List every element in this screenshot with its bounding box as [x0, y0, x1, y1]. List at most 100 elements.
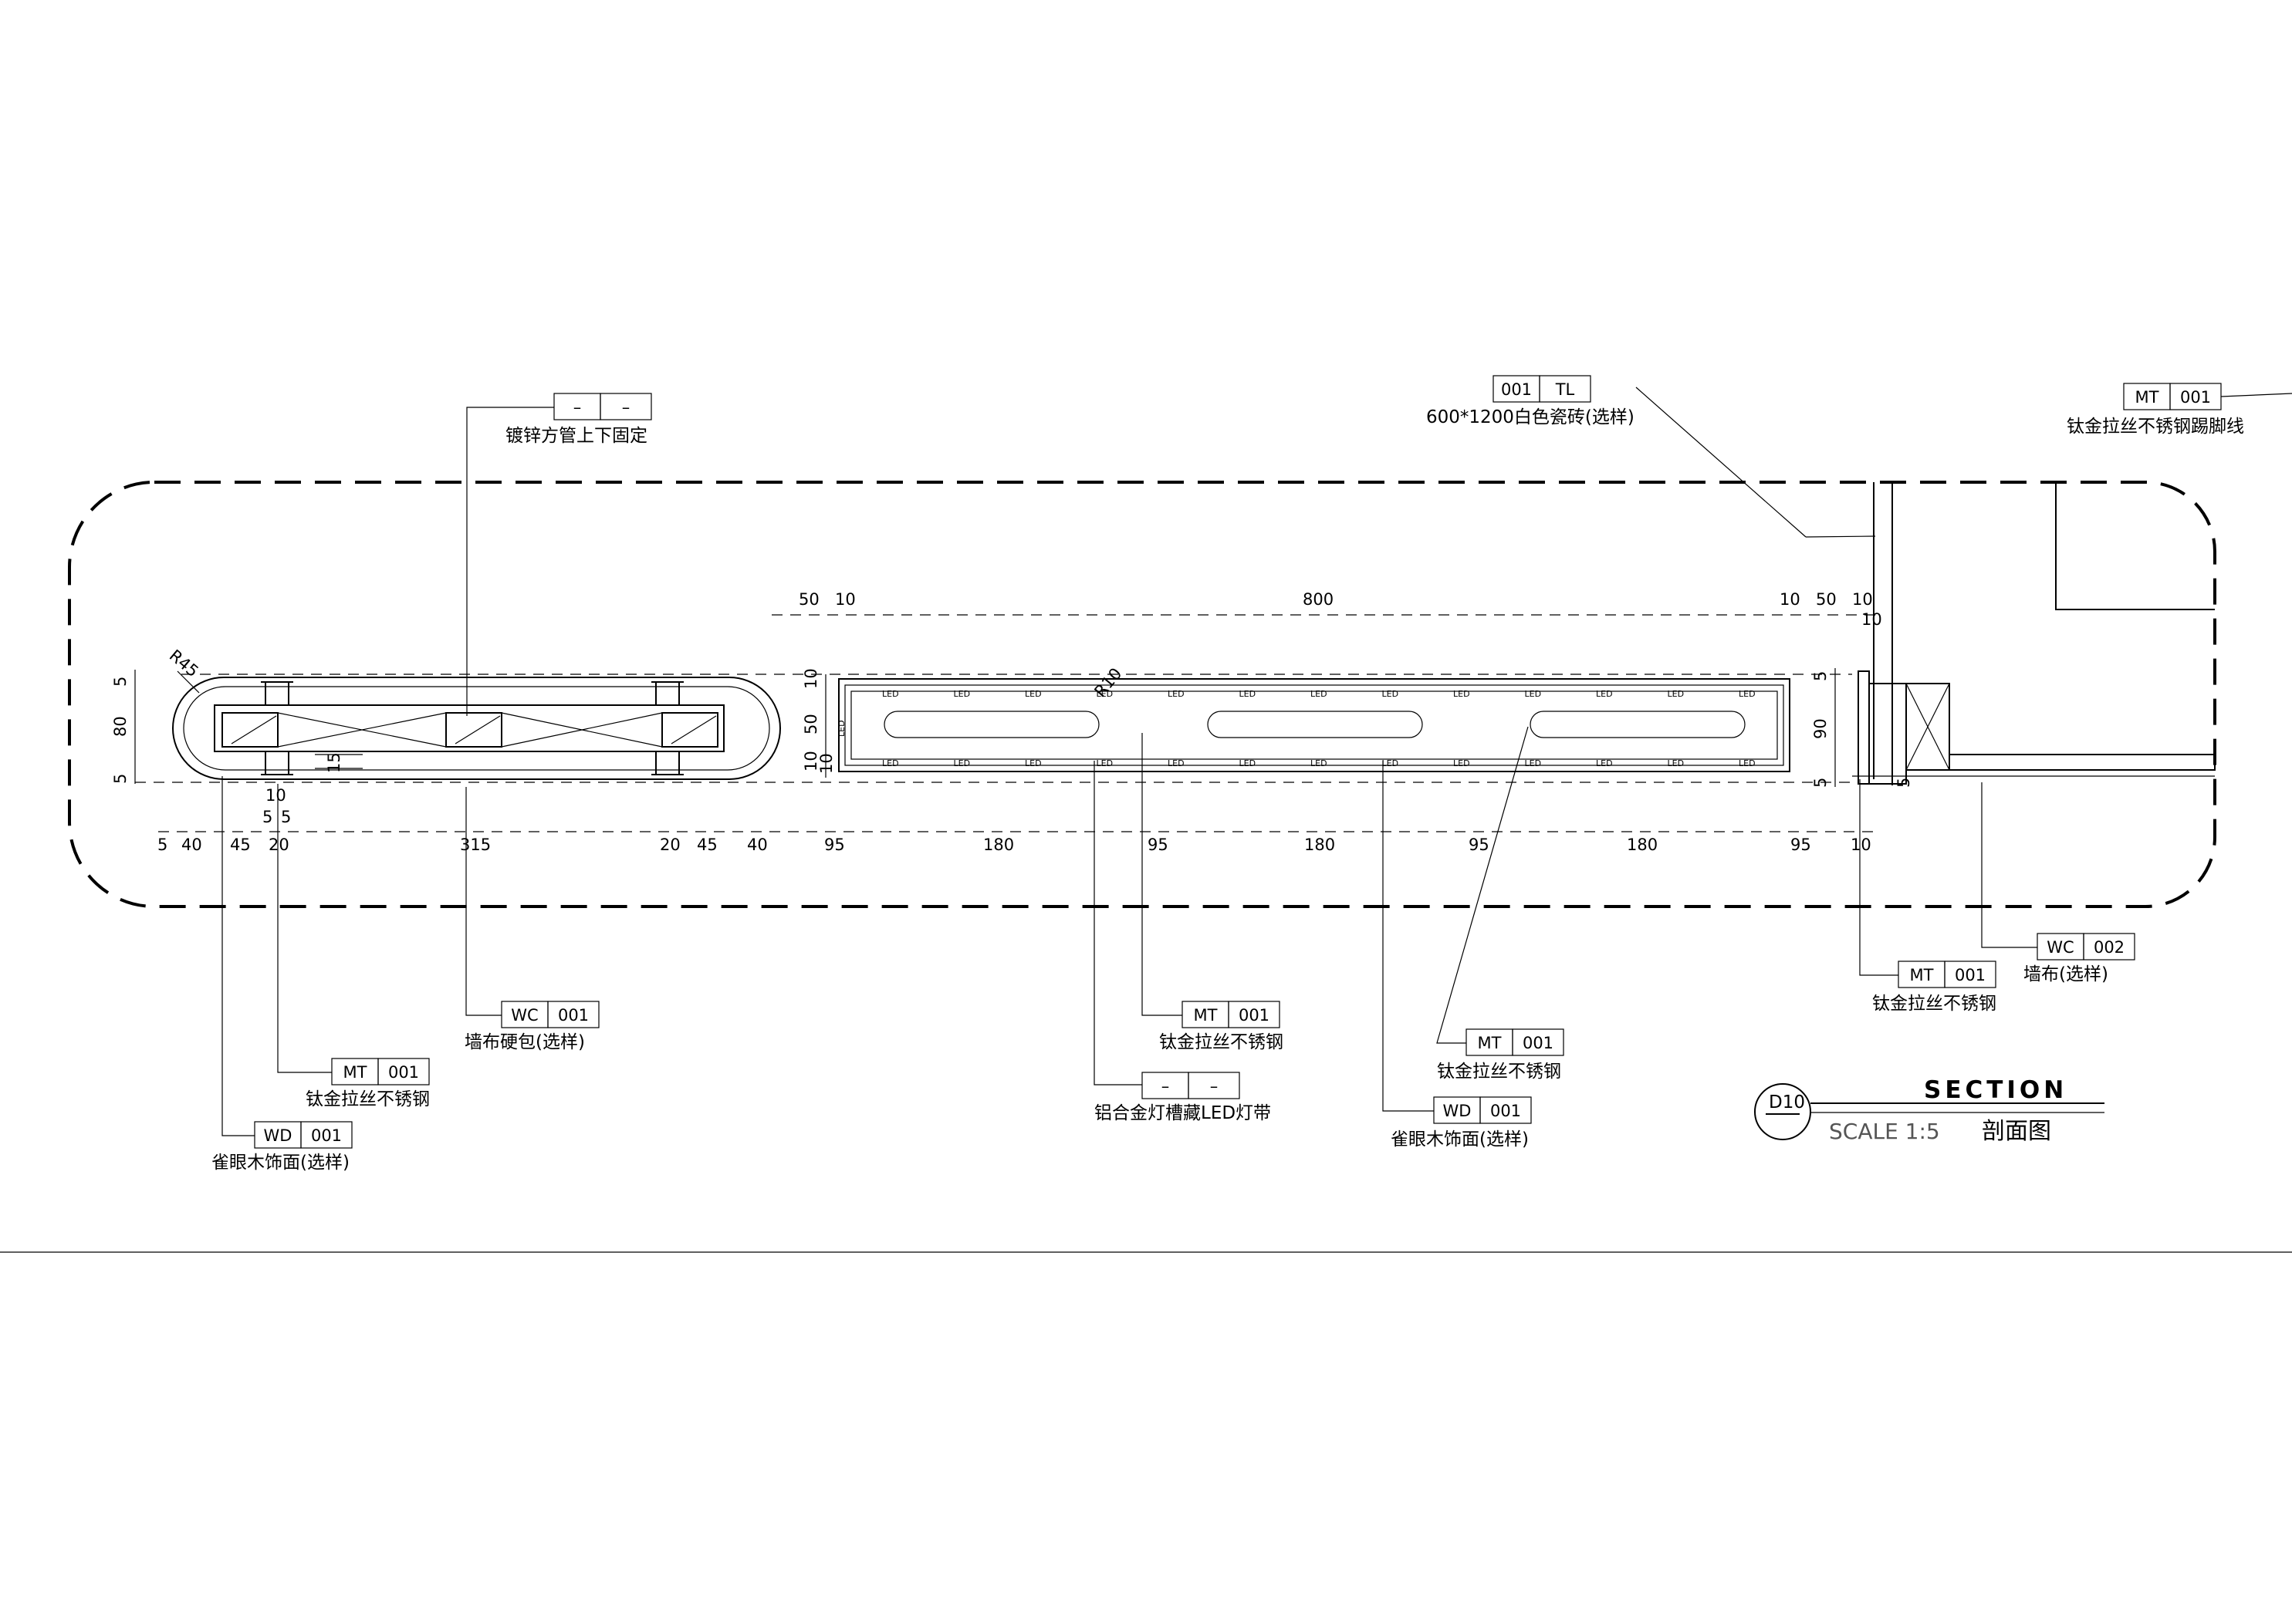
mid-vertical-dimensions: 10 50 10 10 [802, 668, 836, 778]
led-label-top: LED [1453, 689, 1470, 699]
callout-number-box [1479, 1096, 1532, 1124]
callout-code: – [573, 398, 582, 417]
callout-code: MT [1478, 1034, 1502, 1052]
led-label-bottom: LED [1239, 758, 1256, 768]
dim-mid-10-b: 10 [802, 751, 820, 771]
dim-bottom-95-b: 95 [1148, 836, 1168, 854]
dim-mid-10-c: 10 [817, 753, 836, 774]
callout-number: 001 [388, 1063, 419, 1082]
callout-code: – [1161, 1077, 1170, 1096]
led-label-bottom: LED [1525, 758, 1542, 768]
dim-top-50-right: 50 [1816, 590, 1837, 609]
dim-left-5-bottom: 5 [111, 774, 130, 784]
led-label-top: LED [1382, 689, 1399, 699]
callout-number: TL [1555, 380, 1575, 399]
callout-code: MT [1910, 966, 1934, 984]
callout-number-box [2169, 383, 2222, 410]
callout-note: 墙布硬包(选样) [465, 1032, 585, 1052]
section-title: SECTION [1924, 1076, 2067, 1104]
dim-bottom-95-a: 95 [824, 836, 845, 854]
callout-number-box [600, 393, 652, 420]
dim-bottom-40-a: 40 [181, 836, 202, 854]
dim-bottom-20-a: 20 [269, 836, 289, 854]
right-vertical-dimensions: 5 90 5 5 [1811, 668, 1913, 788]
callout-code: 001 [1501, 380, 1532, 399]
dim-bottom-180-c: 180 [1627, 836, 1658, 854]
dim-bottom-45-b: 45 [697, 836, 718, 854]
callout-white-tile: 001 TL 600*1200白色瓷砖(选样) [1426, 375, 1634, 427]
dim-mid-50: 50 [802, 714, 820, 734]
led-label-top: LED [954, 689, 971, 699]
led-label-bottom: LED [1168, 758, 1185, 768]
callout-number: 001 [2180, 388, 2211, 407]
callout-number: 001 [1955, 966, 1986, 984]
callout-number: 001 [1490, 1102, 1521, 1120]
callout-number: 001 [311, 1126, 342, 1145]
led-label-top: LED [1310, 689, 1327, 699]
right-wall-section [1852, 482, 2216, 785]
callout-wall-cloth: WC 002 墙布(选样) [2023, 933, 2135, 984]
callout-number: 001 [1239, 1006, 1269, 1025]
top-dimension-chain: 50 10 800 10 50 10 10 [772, 590, 1882, 629]
callout-note: 钛金拉丝不锈钢 [306, 1089, 430, 1109]
led-label-bottom: LED [1596, 758, 1613, 768]
dim-top-10-right: 10 [1780, 590, 1800, 609]
callout-note: 雀眼木饰面(选样) [211, 1153, 350, 1173]
led-label-bottom: LED [1668, 758, 1685, 768]
callout-note: 墙布(选样) [2023, 964, 2108, 984]
led-label-bottom: LED [1097, 758, 1114, 768]
dim-bottom-40-b: 40 [747, 836, 768, 854]
dim-left-5-top: 5 [111, 677, 130, 687]
callout-number-box [377, 1058, 430, 1085]
dim-bottom-95-c: 95 [1469, 836, 1489, 854]
callout-number-box [300, 1121, 353, 1149]
callout-code: MT [1194, 1006, 1218, 1025]
dim-bottom-10: 10 [1851, 836, 1871, 854]
callout-skirting: MT 001 钛金拉丝不锈钢踢脚线 [2067, 383, 2244, 437]
callout-code: WD [1443, 1102, 1472, 1120]
callout-number-box [1228, 1001, 1280, 1028]
led-label-top: LED [1525, 689, 1542, 699]
callout-titanium-steel-far-right: MT 001 钛金拉丝不锈钢 [1872, 961, 1996, 1014]
callout-code: MT [2135, 388, 2159, 407]
scale-label: SCALE 1:5 [1829, 1119, 1940, 1144]
dim-bottom-180-b: 180 [1304, 836, 1335, 854]
callout-code: WD [264, 1126, 292, 1145]
led-label-top: LED [1668, 689, 1685, 699]
dim-mid-10-a: 10 [802, 668, 820, 689]
dim-small-10: 10 [265, 786, 286, 805]
led-label-bottom: LED [882, 758, 899, 768]
led-label-bottom: LED [1310, 758, 1327, 768]
dim-small-5-b: 5 [281, 808, 291, 826]
callout-number: 002 [2094, 938, 2125, 957]
drawing-id: D10 [1769, 1092, 1805, 1112]
callout-number-box [1944, 961, 1996, 988]
callout-number-box [1539, 375, 1591, 403]
callout-number-box [2083, 933, 2135, 961]
callout-code: WC [2047, 938, 2074, 957]
led-label-top: LED [1097, 689, 1114, 699]
led-label-top: LED [882, 689, 899, 699]
dim-top-10-left: 10 [835, 590, 856, 609]
section-subtitle: 剖面图 [1982, 1118, 2051, 1145]
callout-note: 600*1200白色瓷砖(选样) [1426, 407, 1634, 427]
callout-note: 钛金拉丝不锈钢踢脚线 [2067, 417, 2244, 437]
title-block: D10 SECTION SCALE 1:5 剖面图 [1754, 1076, 2104, 1145]
callout-code: WC [511, 1006, 538, 1025]
led-label-bottom: LED [1025, 758, 1042, 768]
dim-bottom-180-a: 180 [983, 836, 1014, 854]
dim-top-10-wall: 10 [1861, 610, 1882, 629]
dim-bottom-20-b: 20 [660, 836, 681, 854]
callout-note: 镀锌方管上下固定 [505, 426, 647, 446]
callout-number: 001 [1523, 1034, 1553, 1052]
callout-note: 钛金拉丝不锈钢 [1872, 994, 1996, 1014]
callout-number-box [1512, 1028, 1564, 1056]
led-label-bottom: LED [1453, 758, 1470, 768]
dim-bottom-5: 5 [157, 836, 167, 854]
dim-small-5-a: 5 [262, 808, 272, 826]
